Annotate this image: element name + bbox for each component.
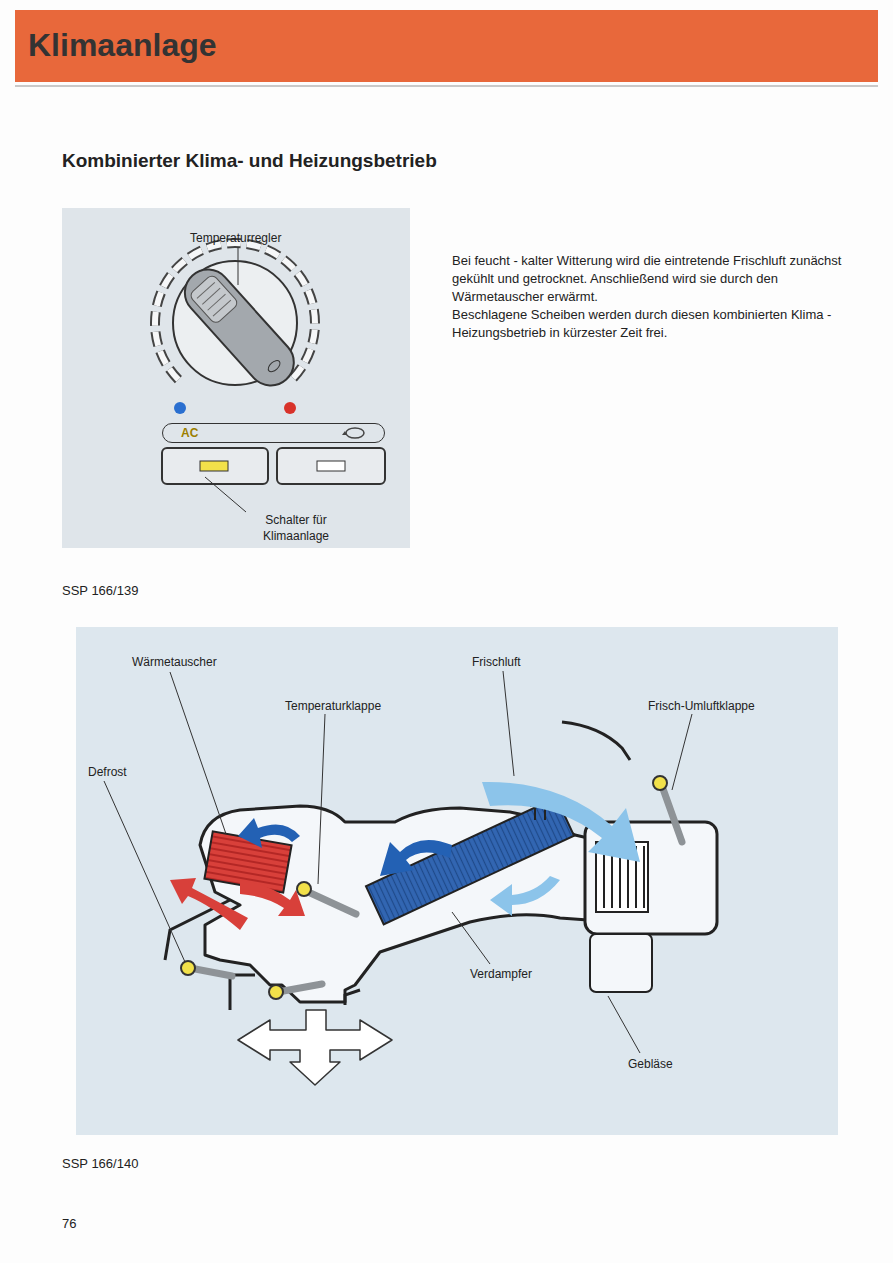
floor-duct bbox=[230, 975, 255, 1010]
part-label: Gebläse bbox=[628, 1056, 673, 1072]
air-arrow bbox=[490, 876, 560, 916]
cold-dot bbox=[174, 402, 186, 414]
indicator-strip: AC bbox=[162, 423, 385, 443]
recirc-icon bbox=[342, 428, 364, 438]
leader-line bbox=[672, 714, 692, 790]
leader-line bbox=[452, 912, 490, 964]
leader-line bbox=[170, 672, 226, 834]
header-band bbox=[15, 10, 878, 82]
section-heading: Kombinierter Klima- und Heizungsbetrieb bbox=[62, 148, 437, 173]
defrost-flap bbox=[190, 968, 232, 976]
page-number: 76 bbox=[62, 1215, 76, 1232]
ac-button bbox=[162, 448, 268, 484]
duct-edge bbox=[562, 722, 630, 760]
warm-dot bbox=[284, 402, 296, 414]
blower-motor bbox=[590, 934, 652, 992]
leader-line bbox=[503, 671, 514, 776]
figure-panel bbox=[62, 208, 410, 548]
fresh-air-arrow bbox=[482, 782, 640, 862]
leader-line bbox=[104, 781, 185, 962]
vent-duct bbox=[345, 990, 360, 1005]
flap-pivot bbox=[297, 882, 311, 896]
leader-line bbox=[238, 247, 239, 285]
fresh-recirc-flap bbox=[662, 786, 682, 842]
body-text: Beschlagene Scheiben werden durch diesen… bbox=[452, 306, 844, 342]
part-label: Frischluft bbox=[472, 654, 521, 670]
outlet-arrows bbox=[238, 1010, 392, 1085]
part-label: Defrost bbox=[88, 764, 127, 780]
footwell-flap bbox=[278, 984, 322, 992]
page-title: Klimaanlage bbox=[28, 26, 217, 64]
flap-pivot bbox=[653, 776, 667, 790]
part-label: Verdampfer bbox=[470, 966, 532, 982]
warm-air-arrow bbox=[240, 880, 305, 916]
evaporator bbox=[366, 798, 574, 925]
body-text: Bei feucht - kalter Witterung wird die e… bbox=[452, 252, 844, 306]
figure-panel bbox=[76, 627, 838, 1135]
cool-air-arrow bbox=[238, 818, 300, 848]
cool-air-arrow bbox=[380, 840, 452, 876]
figure-number: SSP 166/140 bbox=[62, 1155, 138, 1172]
part-label: Wärmetauscher bbox=[132, 654, 217, 670]
part-label: Schalter für Klimaanlage bbox=[246, 512, 346, 544]
button bbox=[277, 448, 385, 484]
part-label: Temperaturklappe bbox=[285, 698, 381, 714]
defrost-arrow bbox=[170, 878, 248, 930]
part-label: Frisch-Umluftklappe bbox=[648, 698, 755, 714]
indicator-lamp bbox=[317, 461, 345, 471]
leader-line bbox=[205, 477, 246, 512]
flap-pivot bbox=[181, 961, 195, 975]
indicator-lamp bbox=[200, 461, 228, 471]
button-label: AC bbox=[181, 425, 198, 441]
rule bbox=[15, 85, 878, 87]
figure-number: SSP 166/139 bbox=[62, 582, 138, 599]
part-label: Temperaturregler bbox=[190, 230, 281, 246]
temperature-flap bbox=[306, 891, 356, 914]
leader-line bbox=[318, 714, 325, 884]
flap-pivot bbox=[269, 985, 283, 999]
leader-line bbox=[608, 996, 640, 1053]
knob-lever bbox=[175, 260, 303, 395]
